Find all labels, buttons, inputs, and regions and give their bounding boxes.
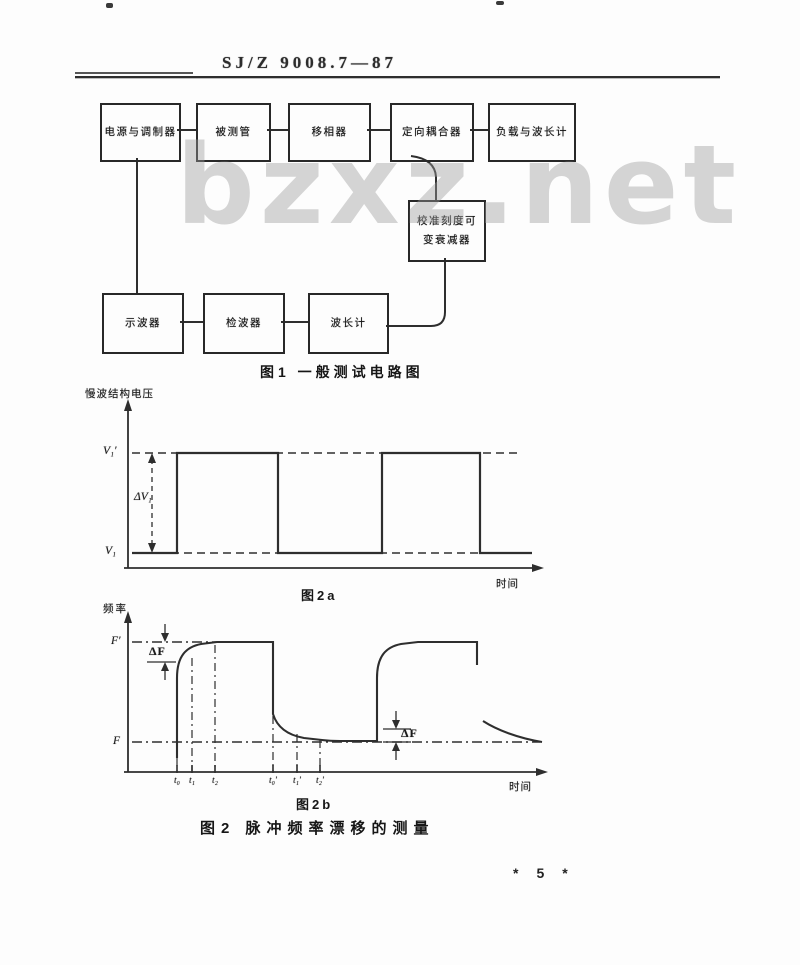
block-variable-attenuator: 校准刻度可 变衰减器 <box>408 200 486 262</box>
pulse-waveform <box>132 451 532 555</box>
block-label: 校准刻度可 <box>417 215 477 227</box>
tick-label-t0: t₀ <box>174 776 180 786</box>
x-axis-arrowhead <box>536 768 548 776</box>
figure2a-plot <box>124 399 544 572</box>
x-axis-arrowhead <box>532 564 544 572</box>
arrowhead-up <box>392 742 400 751</box>
connector-elbow <box>386 258 446 327</box>
scan-speck <box>106 3 113 8</box>
footer-star-right: * <box>562 865 568 881</box>
y-axis-arrowhead <box>124 399 132 411</box>
arrowhead-down <box>392 720 400 729</box>
interpulse-decay-curve <box>482 720 543 744</box>
figure1-caption: 图1 一般测试电路图 <box>260 364 424 380</box>
arrowhead-up <box>148 453 156 463</box>
page-number: 5 <box>536 865 545 881</box>
figure2-caption: 图2 脉冲频率漂移的测量 <box>200 820 435 837</box>
header-rule <box>75 76 720 78</box>
block-label: 变衰减器 <box>423 234 471 246</box>
frequency-waveform <box>175 640 479 758</box>
connector-elbow <box>410 155 437 200</box>
figure2b-plot <box>124 611 548 776</box>
block-label: 波长计 <box>330 317 367 329</box>
figure2a-x-axis-label: 时间 <box>496 578 519 590</box>
arrowhead-down <box>148 543 156 553</box>
block-directional-coupler: 定向耦合器 <box>390 103 474 162</box>
arrowhead-down <box>161 633 169 642</box>
header-rule-top <box>75 72 193 74</box>
block-label: 被测管 <box>215 126 252 138</box>
standard-number: SJ/Z 9008.7—87 <box>222 53 398 72</box>
time-reference-lines <box>176 645 321 772</box>
footer-star-left: * <box>513 865 519 881</box>
block-label: 负载与波长计 <box>496 126 568 138</box>
block-power-modulator: 电源与调制器 <box>100 103 181 162</box>
block-label: 检波器 <box>226 317 262 329</box>
block-tube-under-test: 被测管 <box>196 103 271 162</box>
tick-label-t2-prime: t₂′ <box>315 776 325 786</box>
figure2b-y-axis-label: 频率 <box>103 603 128 615</box>
block-oscilloscope: 示波器 <box>102 293 184 354</box>
delta-v-label: ΔV₁ <box>134 491 152 503</box>
scan-speck <box>496 1 504 5</box>
y-axis-arrowhead <box>124 611 132 623</box>
delta-f-label-end: ΔF <box>401 726 418 740</box>
v-level-label: V₁ <box>105 545 117 557</box>
figure2a-y-axis-label: 慢波结构电压 <box>85 388 154 400</box>
block-label: 移相器 <box>311 126 348 138</box>
page-footer: * 5 * <box>513 865 568 881</box>
tick-label-t0-prime: t₀′ <box>268 776 278 786</box>
figure2b-caption: 图2b <box>296 797 334 812</box>
axis-tick-marks <box>176 765 321 773</box>
tick-label-t1: t₁ <box>189 776 195 786</box>
block-phase-shifter: 移相器 <box>288 103 371 162</box>
block-label: 示波器 <box>125 317 161 329</box>
delta-f-label-start: ΔF <box>149 644 166 658</box>
v-prime-level-label: V₁′ <box>103 445 117 457</box>
figure2b-x-axis-label: 时间 <box>509 781 532 793</box>
block-wavemeter: 波长计 <box>308 293 389 354</box>
delta-f-dimension-lines <box>147 624 411 760</box>
f-prime-level-label: F′ <box>111 635 121 647</box>
block-load-wavemeter: 负载与波长计 <box>488 103 576 162</box>
block-detector: 检波器 <box>203 293 285 354</box>
f-level-label: F <box>113 735 121 747</box>
block-label: 定向耦合器 <box>402 126 462 138</box>
figure2a-caption: 图2a <box>301 588 338 603</box>
tick-label-t1-prime: t₁′ <box>292 776 302 786</box>
tick-label-t2: t₂ <box>212 776 218 786</box>
arrowhead-up <box>161 662 169 671</box>
block-label: 电源与调制器 <box>104 126 177 138</box>
